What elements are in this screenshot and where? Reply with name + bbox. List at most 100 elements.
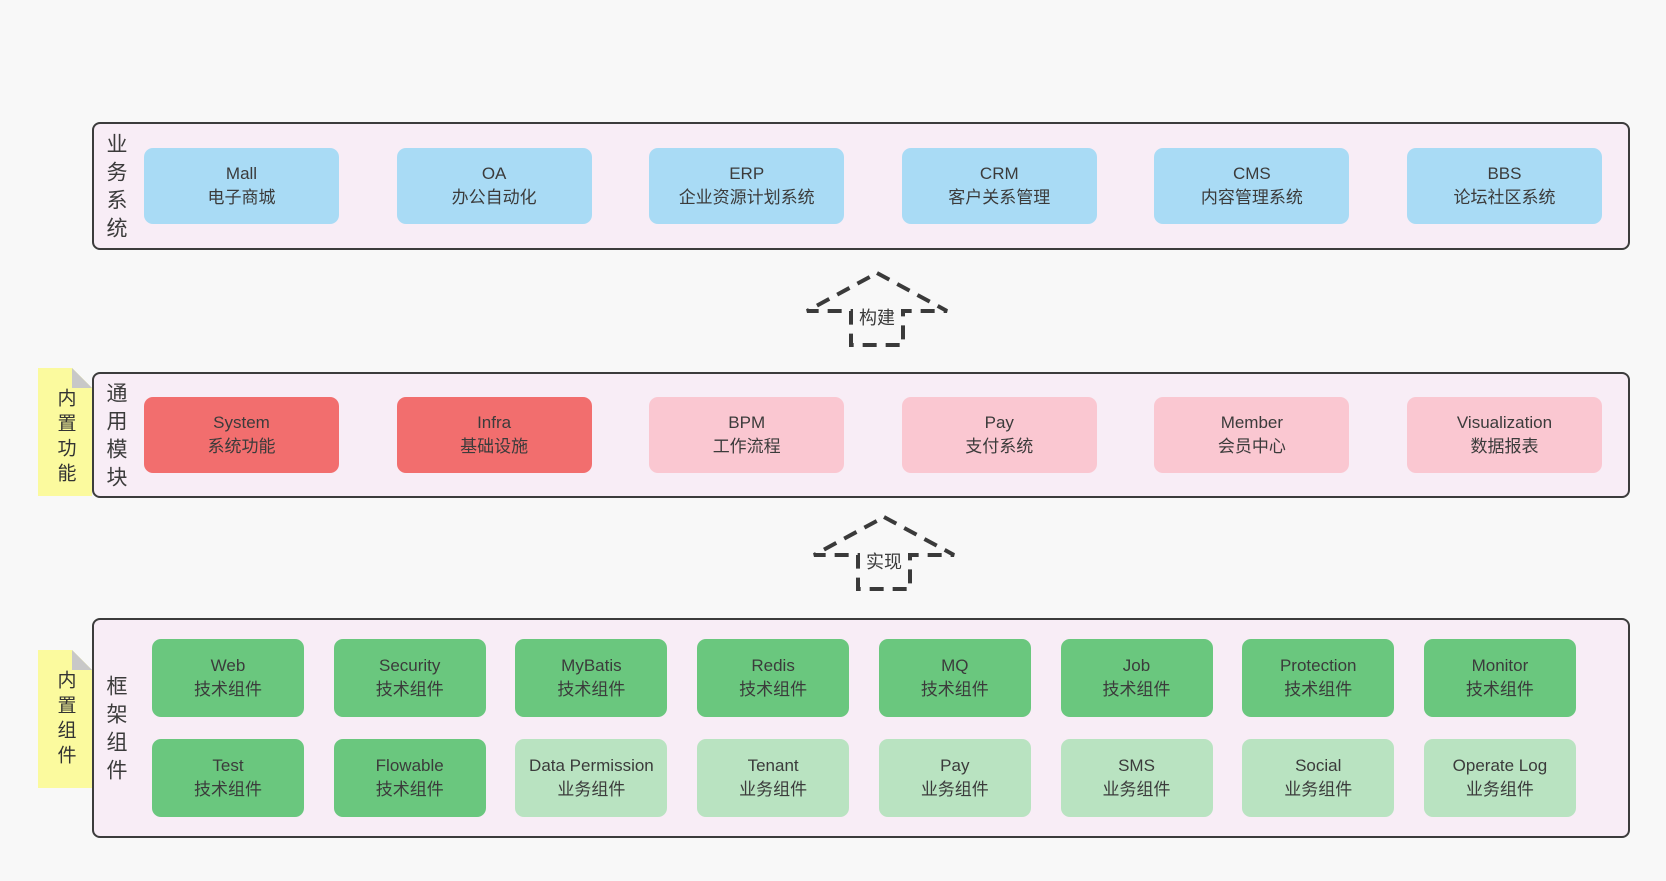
box-subtitle: 客户关系管理 [948, 188, 1051, 207]
box-job: Job 技术组件 [1060, 639, 1213, 717]
box-subtitle: 技术组件 [375, 780, 444, 799]
box-title: Member [1220, 413, 1284, 432]
box-subtitle: 业务组件 [1102, 780, 1171, 799]
box-pay-biz: Pay 业务组件 [878, 739, 1031, 817]
box-title: Protection [1279, 656, 1357, 675]
box-title: Infra [477, 413, 512, 432]
box-subtitle: 工作流程 [712, 437, 781, 456]
box-title: Visualization [1456, 413, 1553, 432]
box-subtitle: 技术组件 [1465, 680, 1534, 699]
box-data-permission: Data Permission 业务组件 [515, 739, 668, 817]
components-row-2: Test 技术组件 Flowable 技术组件 Data Permission … [144, 739, 1602, 817]
layer-panel-common-modules: 通用模块 System 系统功能 Infra 基础设施 BPM 工作流程 Pay… [92, 372, 1630, 498]
box-pay: Pay 支付系统 [901, 397, 1097, 473]
box-subtitle: 技术组件 [1284, 680, 1353, 699]
box-subtitle: 技术组件 [739, 680, 808, 699]
sticky-note-text: 内置功能 [54, 388, 76, 488]
arrow-up-icon [806, 270, 948, 347]
box-subtitle: 业务组件 [1284, 780, 1353, 799]
box-subtitle: 业务组件 [1465, 780, 1534, 799]
components-row-1: Web 技术组件 Security 技术组件 MyBatis 技术组件 Redi… [144, 639, 1602, 717]
box-title: ERP [729, 164, 765, 183]
box-subtitle: 内容管理系统 [1200, 188, 1303, 207]
layer-label-common-modules: 通用模块 [104, 382, 127, 494]
box-title: BPM [728, 413, 766, 432]
box-subtitle: 技术组件 [1102, 680, 1171, 699]
box-redis: Redis 技术组件 [697, 639, 850, 717]
layer-panel-framework-components: 框架组件 Web 技术组件 Security 技术组件 MyBatis 技术组件… [92, 618, 1630, 838]
folded-corner-icon [72, 368, 92, 388]
box-title: MQ [941, 656, 969, 675]
arrow-build: 构建 [802, 270, 952, 348]
box-subtitle: 技术组件 [920, 680, 989, 699]
box-monitor: Monitor 技术组件 [1423, 639, 1576, 717]
box-title: Flowable [375, 756, 444, 775]
box-subtitle: 系统功能 [207, 437, 276, 456]
business-boxes-row: Mall 电子商城 OA 办公自动化 ERP 企业资源计划系统 CRM 客户关系… [136, 148, 1628, 224]
box-title: Mall [225, 164, 258, 183]
arrow-implement: 实现 [809, 514, 959, 592]
box-subtitle: 会员中心 [1217, 437, 1286, 456]
box-title: Data Permission [529, 756, 654, 775]
box-subtitle: 业务组件 [739, 780, 808, 799]
box-title: MyBatis [561, 656, 622, 675]
arrow-up-icon [813, 514, 955, 591]
layer-label-business-systems: 业务系统 [104, 133, 127, 245]
box-subtitle: 技术组件 [194, 780, 262, 799]
box-erp: ERP 企业资源计划系统 [649, 148, 845, 224]
box-subtitle: 业务组件 [557, 780, 626, 799]
sticky-note-builtin-components: 内置组件 [38, 650, 92, 788]
box-title: Test [212, 756, 244, 775]
box-system: System 系统功能 [144, 397, 339, 473]
layer-label-framework-components: 框架组件 [104, 675, 127, 787]
box-oa: OA 办公自动化 [396, 148, 592, 224]
box-title: CMS [1232, 164, 1271, 183]
box-title: Tenant [747, 756, 799, 775]
box-title: Pay [940, 756, 970, 775]
box-sms: SMS 业务组件 [1060, 739, 1213, 817]
layer-panel-business-systems: 业务系统 Mall 电子商城 OA 办公自动化 ERP 企业资源计划系统 CRM… [92, 122, 1630, 250]
box-subtitle: 业务组件 [920, 780, 989, 799]
box-mall: Mall 电子商城 [144, 148, 339, 224]
box-bbs: BBS 论坛社区系统 [1406, 148, 1602, 224]
box-subtitle: 电子商城 [207, 188, 276, 207]
folded-corner-icon [72, 650, 92, 670]
box-title: OA [481, 164, 507, 183]
sticky-note-builtin-features: 内置功能 [38, 368, 92, 496]
box-test: Test 技术组件 [152, 739, 304, 817]
box-title: Operate Log [1452, 756, 1548, 775]
box-title: SMS [1118, 756, 1155, 775]
box-subtitle: 技术组件 [557, 680, 626, 699]
box-title: Web [210, 656, 246, 675]
box-subtitle: 基础设施 [460, 437, 529, 456]
box-subtitle: 办公自动化 [451, 188, 537, 207]
box-title: BBS [1487, 164, 1522, 183]
box-title: Security [378, 656, 441, 675]
box-flowable: Flowable 技术组件 [333, 739, 486, 817]
box-member: Member 会员中心 [1154, 397, 1350, 473]
box-subtitle: 支付系统 [965, 437, 1034, 456]
box-operate-log: Operate Log 业务组件 [1423, 739, 1576, 817]
arrow-implement-label: 实现 [862, 548, 906, 574]
box-title: Redis [751, 656, 795, 675]
box-subtitle: 论坛社区系统 [1453, 188, 1556, 207]
box-visualization: Visualization 数据报表 [1406, 397, 1602, 473]
box-subtitle: 技术组件 [375, 680, 444, 699]
box-subtitle: 数据报表 [1470, 437, 1539, 456]
box-tenant: Tenant 业务组件 [697, 739, 850, 817]
box-subtitle: 企业资源计划系统 [678, 188, 815, 207]
box-mybatis: MyBatis 技术组件 [515, 639, 668, 717]
modules-boxes-row: System 系统功能 Infra 基础设施 BPM 工作流程 Pay 支付系统… [136, 397, 1628, 473]
box-mq: MQ 技术组件 [878, 639, 1031, 717]
box-protection: Protection 技术组件 [1242, 639, 1395, 717]
box-subtitle: 技术组件 [194, 680, 262, 699]
sticky-note-text: 内置组件 [54, 670, 76, 770]
box-infra: Infra 基础设施 [396, 397, 592, 473]
box-bpm: BPM 工作流程 [649, 397, 845, 473]
box-crm: CRM 客户关系管理 [901, 148, 1097, 224]
box-title: Social [1295, 756, 1342, 775]
box-title: Job [1122, 656, 1151, 675]
arrow-build-label: 构建 [855, 304, 899, 330]
box-title: System [213, 413, 270, 432]
